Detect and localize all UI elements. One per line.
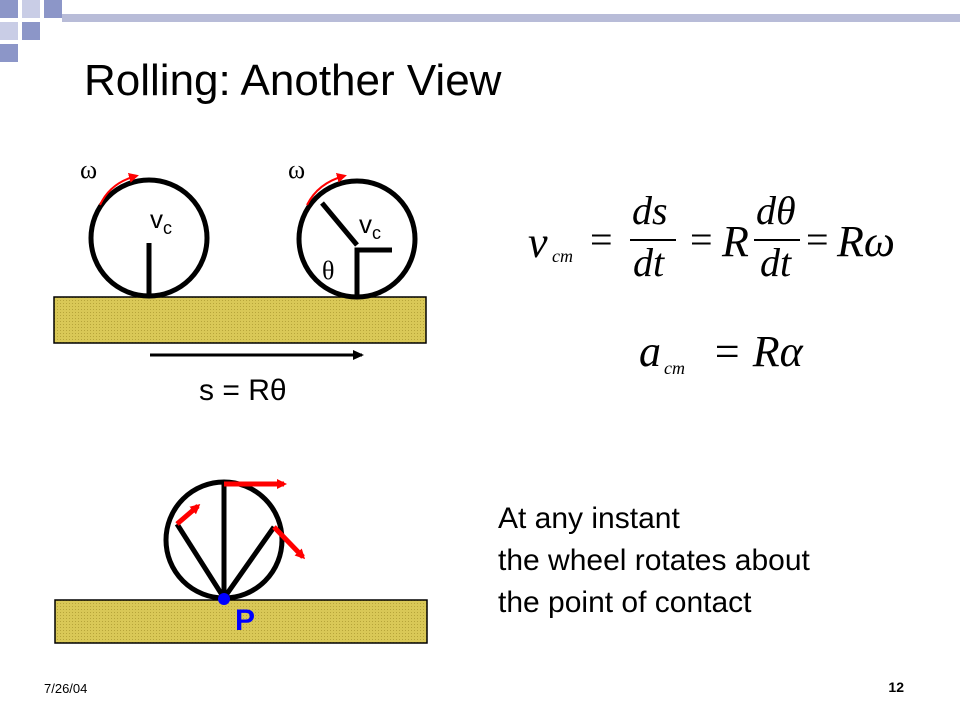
svg-text:=: = bbox=[806, 217, 829, 262]
caption-line-2: the wheel rotates about bbox=[498, 544, 810, 577]
chord-right bbox=[221, 525, 277, 600]
velocity-arrow-right-icon bbox=[272, 525, 306, 560]
theta-label: θ bbox=[322, 256, 334, 285]
svg-text:dt: dt bbox=[760, 240, 792, 285]
svg-text:ds: ds bbox=[632, 188, 668, 233]
svg-text:= Rα: = Rα bbox=[712, 327, 804, 376]
contact-point-label: P bbox=[235, 604, 255, 637]
omega-right: ω bbox=[288, 155, 305, 184]
svg-text:=: = bbox=[690, 217, 713, 262]
svg-text:a: a bbox=[639, 327, 661, 376]
corner-squares bbox=[0, 0, 62, 62]
caption-line-1: At any instant bbox=[498, 502, 680, 535]
wheel-right-radius-rotated bbox=[320, 201, 359, 247]
page-number: 12 bbox=[888, 679, 904, 695]
omega-arrow-left-icon bbox=[99, 172, 139, 206]
velocity-equation: v cm = ds dt = R dθ dt = Rω bbox=[528, 188, 895, 285]
svg-text:v: v bbox=[528, 218, 548, 267]
svg-text:dt: dt bbox=[633, 240, 665, 285]
header-bar bbox=[62, 14, 960, 22]
omega-arrow-right-icon bbox=[306, 172, 347, 206]
omega-left: ω bbox=[80, 155, 97, 184]
svg-text:=: = bbox=[590, 217, 613, 262]
svg-text:cm: cm bbox=[664, 358, 685, 378]
slide-title: Rolling: Another View bbox=[84, 56, 502, 105]
svg-text:cm: cm bbox=[552, 246, 573, 266]
vc-left: vc bbox=[150, 204, 172, 238]
contact-point bbox=[218, 593, 230, 605]
svg-text:R: R bbox=[721, 217, 749, 266]
vc-right: vc bbox=[359, 209, 381, 243]
ground-bottom bbox=[54, 599, 428, 644]
caption-line-3: the point of contact bbox=[498, 586, 752, 619]
footer-date: 7/26/04 bbox=[44, 681, 88, 696]
chord-left bbox=[174, 522, 227, 600]
wheel-right-vertical-marker bbox=[354, 247, 392, 296]
svg-text:dθ: dθ bbox=[756, 188, 796, 233]
svg-text:Rω: Rω bbox=[836, 217, 895, 266]
ground-top bbox=[53, 296, 427, 344]
acceleration-equation: a cm = Rα bbox=[639, 327, 804, 378]
arc-length-label: s = Rθ bbox=[199, 374, 287, 407]
velocity-arrow-left-icon bbox=[175, 504, 201, 526]
